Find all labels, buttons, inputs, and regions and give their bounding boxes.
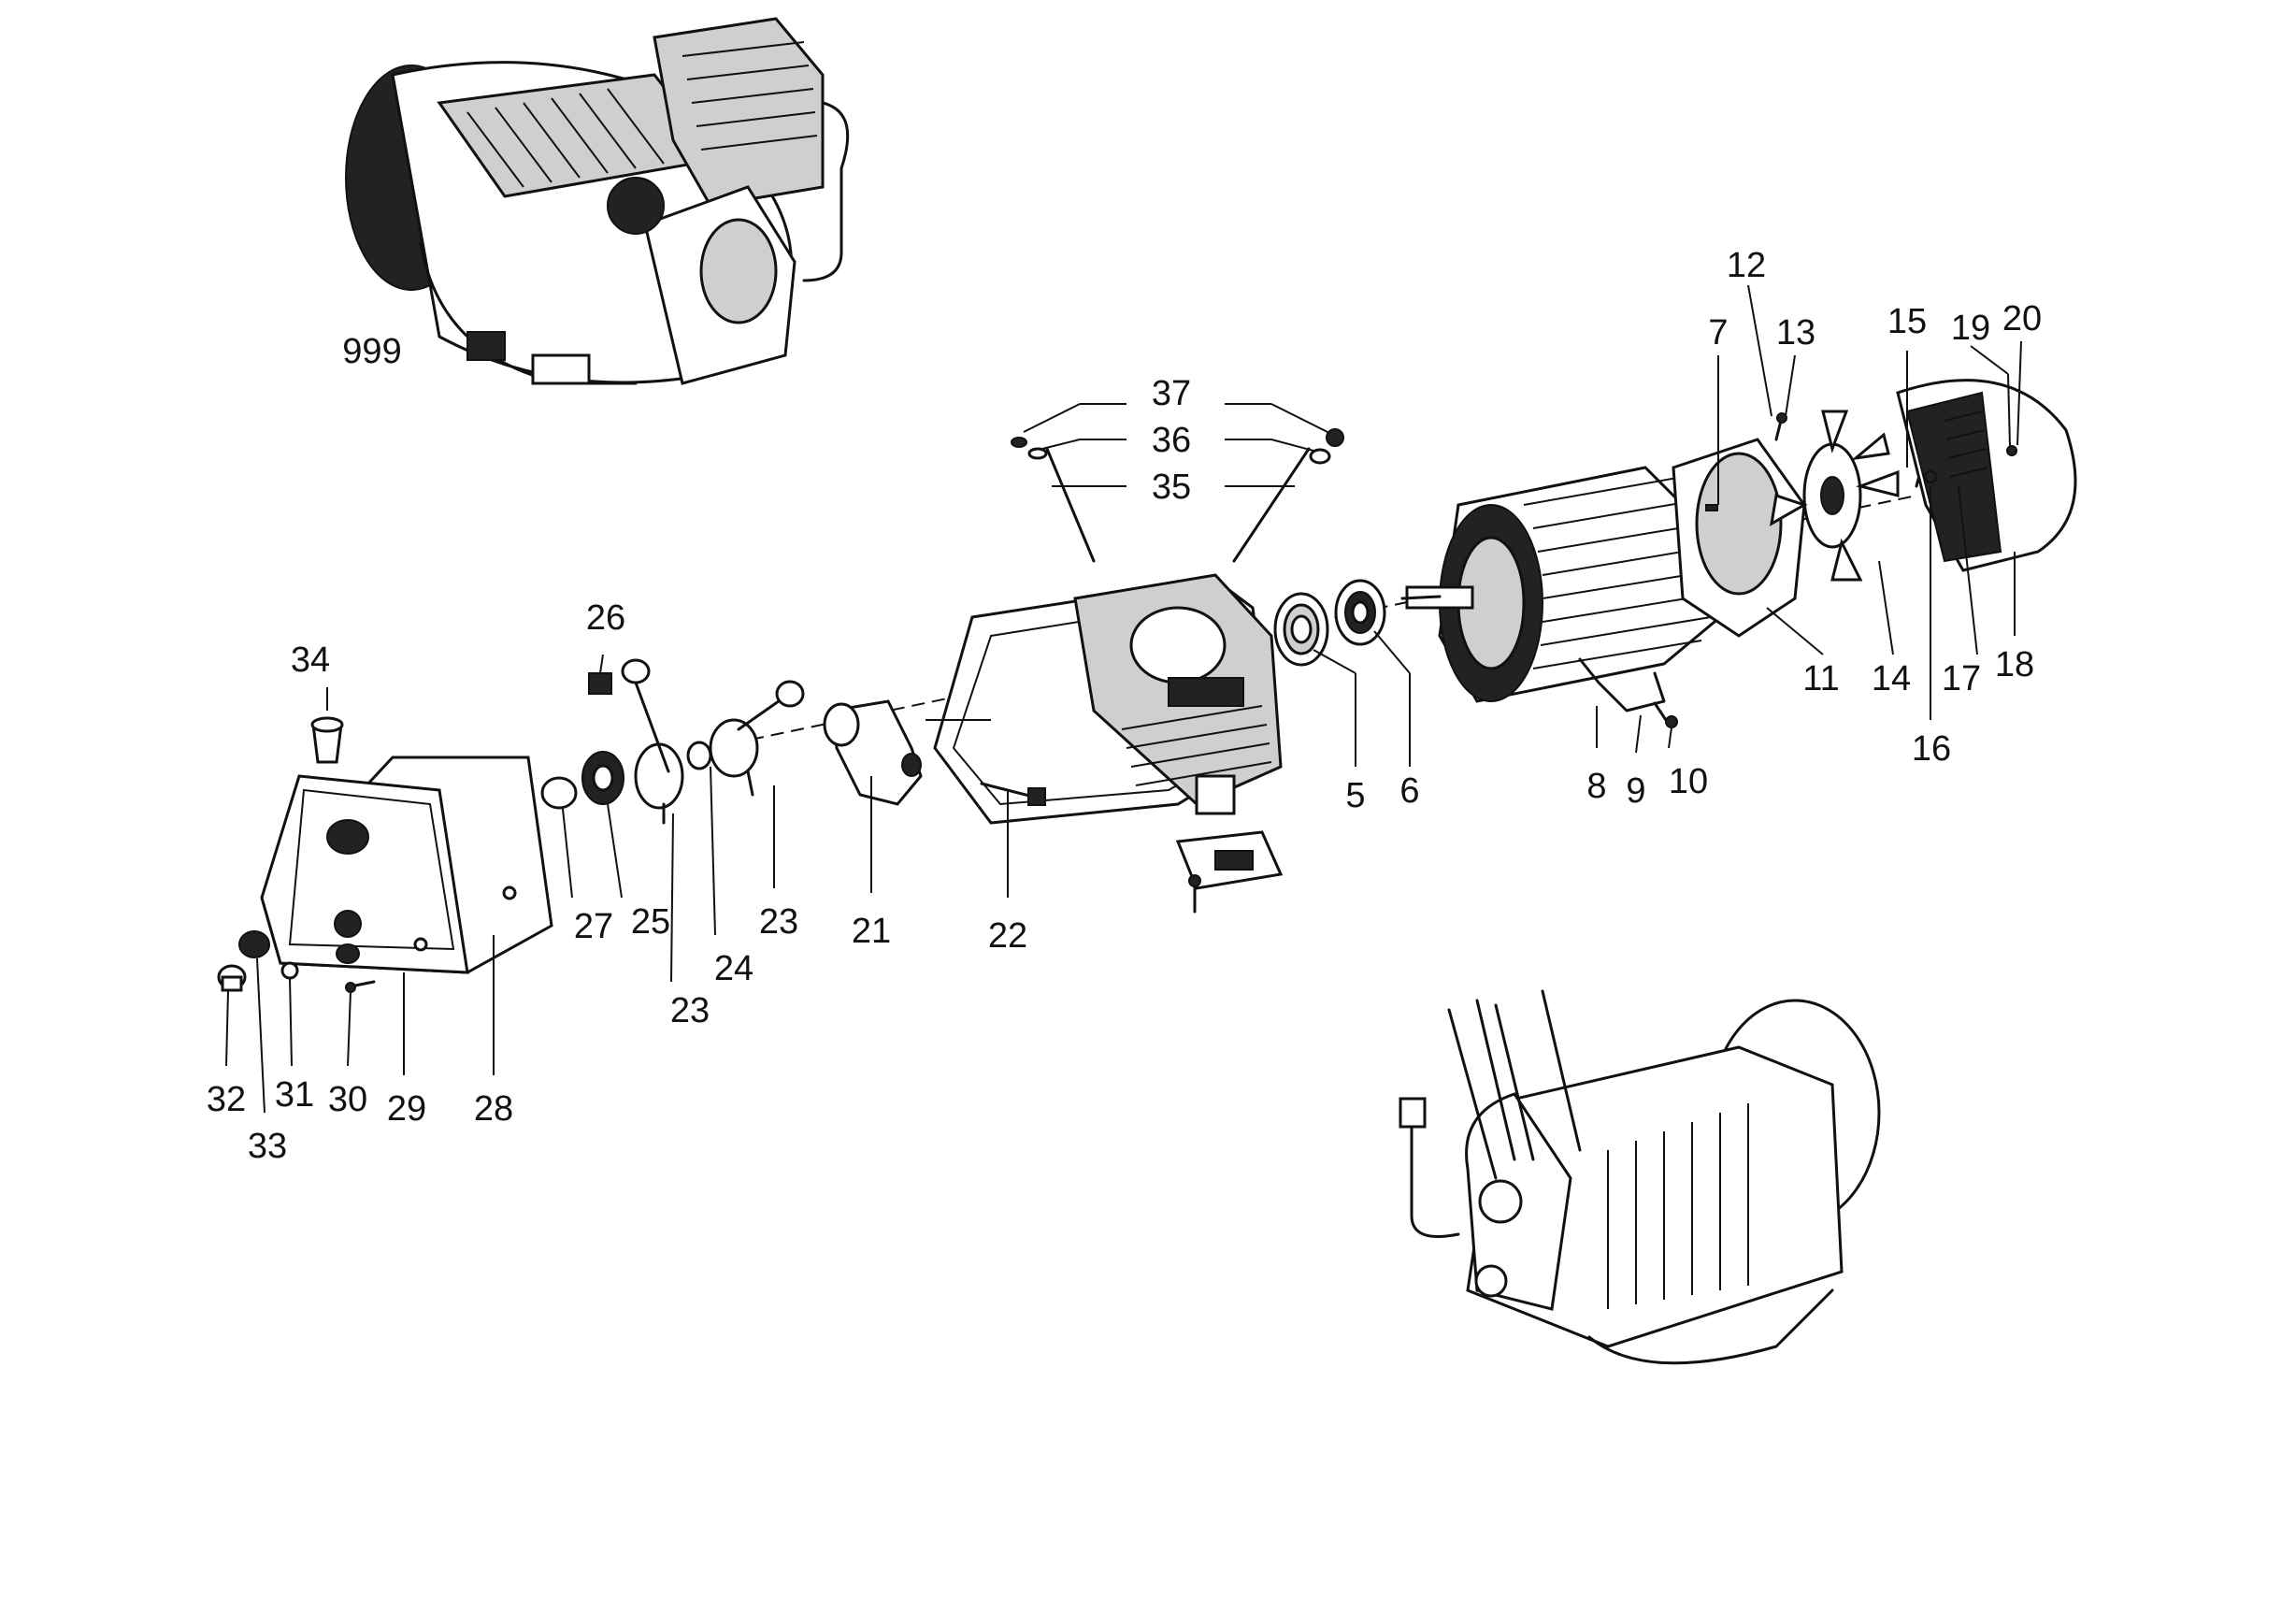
- label-15: 15: [1887, 302, 1927, 341]
- label-30: 30: [328, 1080, 367, 1119]
- fan-cover: [1896, 379, 2077, 572]
- fan: [1770, 410, 1900, 582]
- bearing-25: [581, 751, 624, 805]
- label-23a: 23: [759, 902, 798, 942]
- assembled-compressor-top: [345, 17, 850, 385]
- bolt-26: [588, 672, 612, 695]
- motor-foot: [1578, 657, 1678, 728]
- tie-rods: [1011, 428, 1344, 563]
- plugs: [217, 930, 376, 993]
- label-17: 17: [1942, 659, 1981, 698]
- label-18: 18: [1995, 645, 2034, 684]
- label-13: 13: [1776, 313, 1815, 353]
- end-cover: [260, 756, 553, 974]
- label-26: 26: [586, 598, 625, 638]
- oil-filler-cap: [310, 716, 344, 764]
- assembled-compressor-bottom: [1399, 989, 1881, 1365]
- label-14: 14: [1872, 659, 1911, 698]
- bearing-5: [1273, 592, 1329, 667]
- label-19: 19: [1951, 309, 1990, 348]
- label-999: 999: [342, 332, 401, 371]
- label-8: 8: [1586, 767, 1606, 806]
- bearing-6: [1334, 579, 1386, 646]
- label-6: 6: [1399, 771, 1419, 811]
- label-20: 20: [2002, 299, 2042, 338]
- label-16: 16: [1912, 729, 1951, 769]
- label-31: 31: [275, 1075, 314, 1115]
- connecting-rods: [621, 658, 805, 825]
- label-5: 5: [1345, 776, 1365, 815]
- motor-stator: [1400, 466, 1722, 703]
- label-10: 10: [1669, 762, 1708, 801]
- label-37: 37: [1152, 374, 1191, 413]
- label-21: 21: [852, 912, 891, 951]
- label-35: 35: [1152, 468, 1191, 507]
- label-7: 7: [1708, 313, 1728, 353]
- label-24: 24: [714, 949, 753, 988]
- end-shield: [1672, 412, 1806, 638]
- label-27: 27: [574, 907, 613, 946]
- leader-lines: [225, 284, 2022, 1114]
- label-28: 28: [474, 1089, 513, 1129]
- label-23b: 23: [670, 991, 710, 1030]
- label-36: 36: [1152, 421, 1191, 460]
- label-9: 9: [1626, 771, 1645, 811]
- label-34: 34: [291, 640, 330, 680]
- part-labels: 999 37 36 35 12 7 13 15 19 20 26 34 11 1…: [207, 246, 2042, 1166]
- label-29: 29: [387, 1089, 426, 1129]
- label-32: 32: [207, 1080, 246, 1119]
- crankshaft: [823, 699, 991, 806]
- label-11: 11: [1802, 659, 1839, 698]
- label-25: 25: [631, 902, 670, 942]
- label-33: 33: [248, 1127, 287, 1166]
- label-12: 12: [1727, 246, 1766, 285]
- ring-27: [540, 776, 578, 810]
- crankcase-housing: [933, 573, 1284, 914]
- label-22: 22: [988, 916, 1027, 956]
- ring-24: [686, 741, 712, 770]
